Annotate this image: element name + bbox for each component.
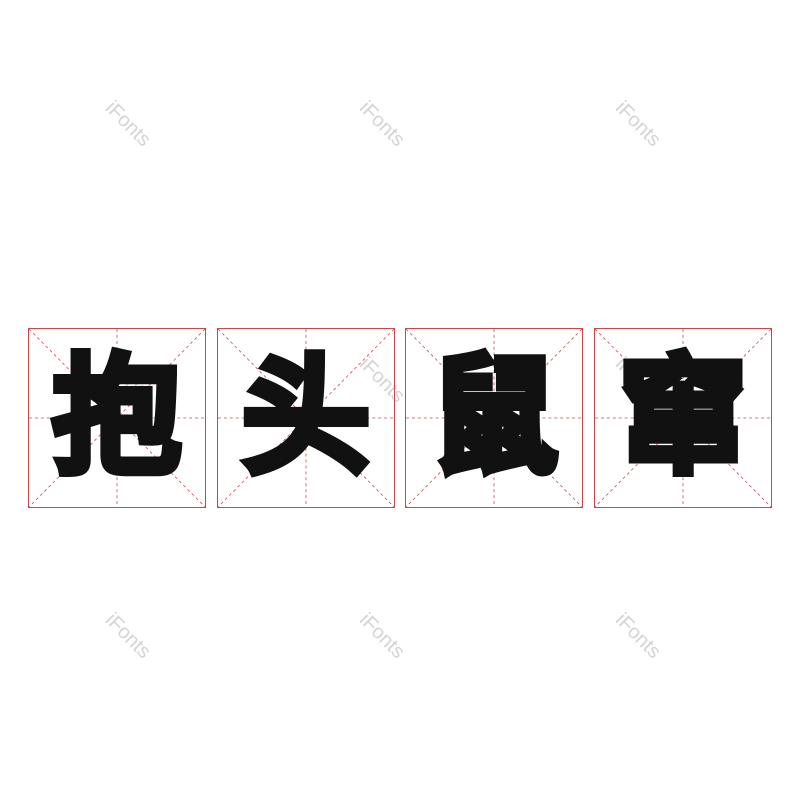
watermark-text: iFonts bbox=[354, 96, 410, 152]
rice-grid bbox=[218, 329, 394, 507]
watermark-text: iFonts bbox=[610, 608, 666, 664]
character-glyph: 抱 bbox=[49, 343, 184, 492]
watermark-text: iFonts bbox=[100, 96, 156, 152]
character-cell: 窜 bbox=[594, 328, 772, 508]
rice-grid bbox=[406, 329, 582, 507]
character-grid: 抱 头 鼠 窜 bbox=[28, 328, 772, 510]
character-glyph: 鼠 bbox=[426, 343, 561, 492]
character-glyph: 窜 bbox=[615, 343, 750, 492]
watermark-text: iFonts bbox=[610, 96, 666, 152]
watermark-text: iFonts bbox=[100, 608, 156, 664]
watermark-text: iFonts bbox=[354, 608, 410, 664]
rice-grid bbox=[29, 329, 205, 507]
character-cell: 头 bbox=[217, 328, 395, 508]
character-cell: 鼠 bbox=[405, 328, 583, 508]
character-glyph: 头 bbox=[238, 343, 373, 492]
character-cell: 抱 bbox=[28, 328, 206, 508]
rice-grid bbox=[595, 329, 771, 507]
